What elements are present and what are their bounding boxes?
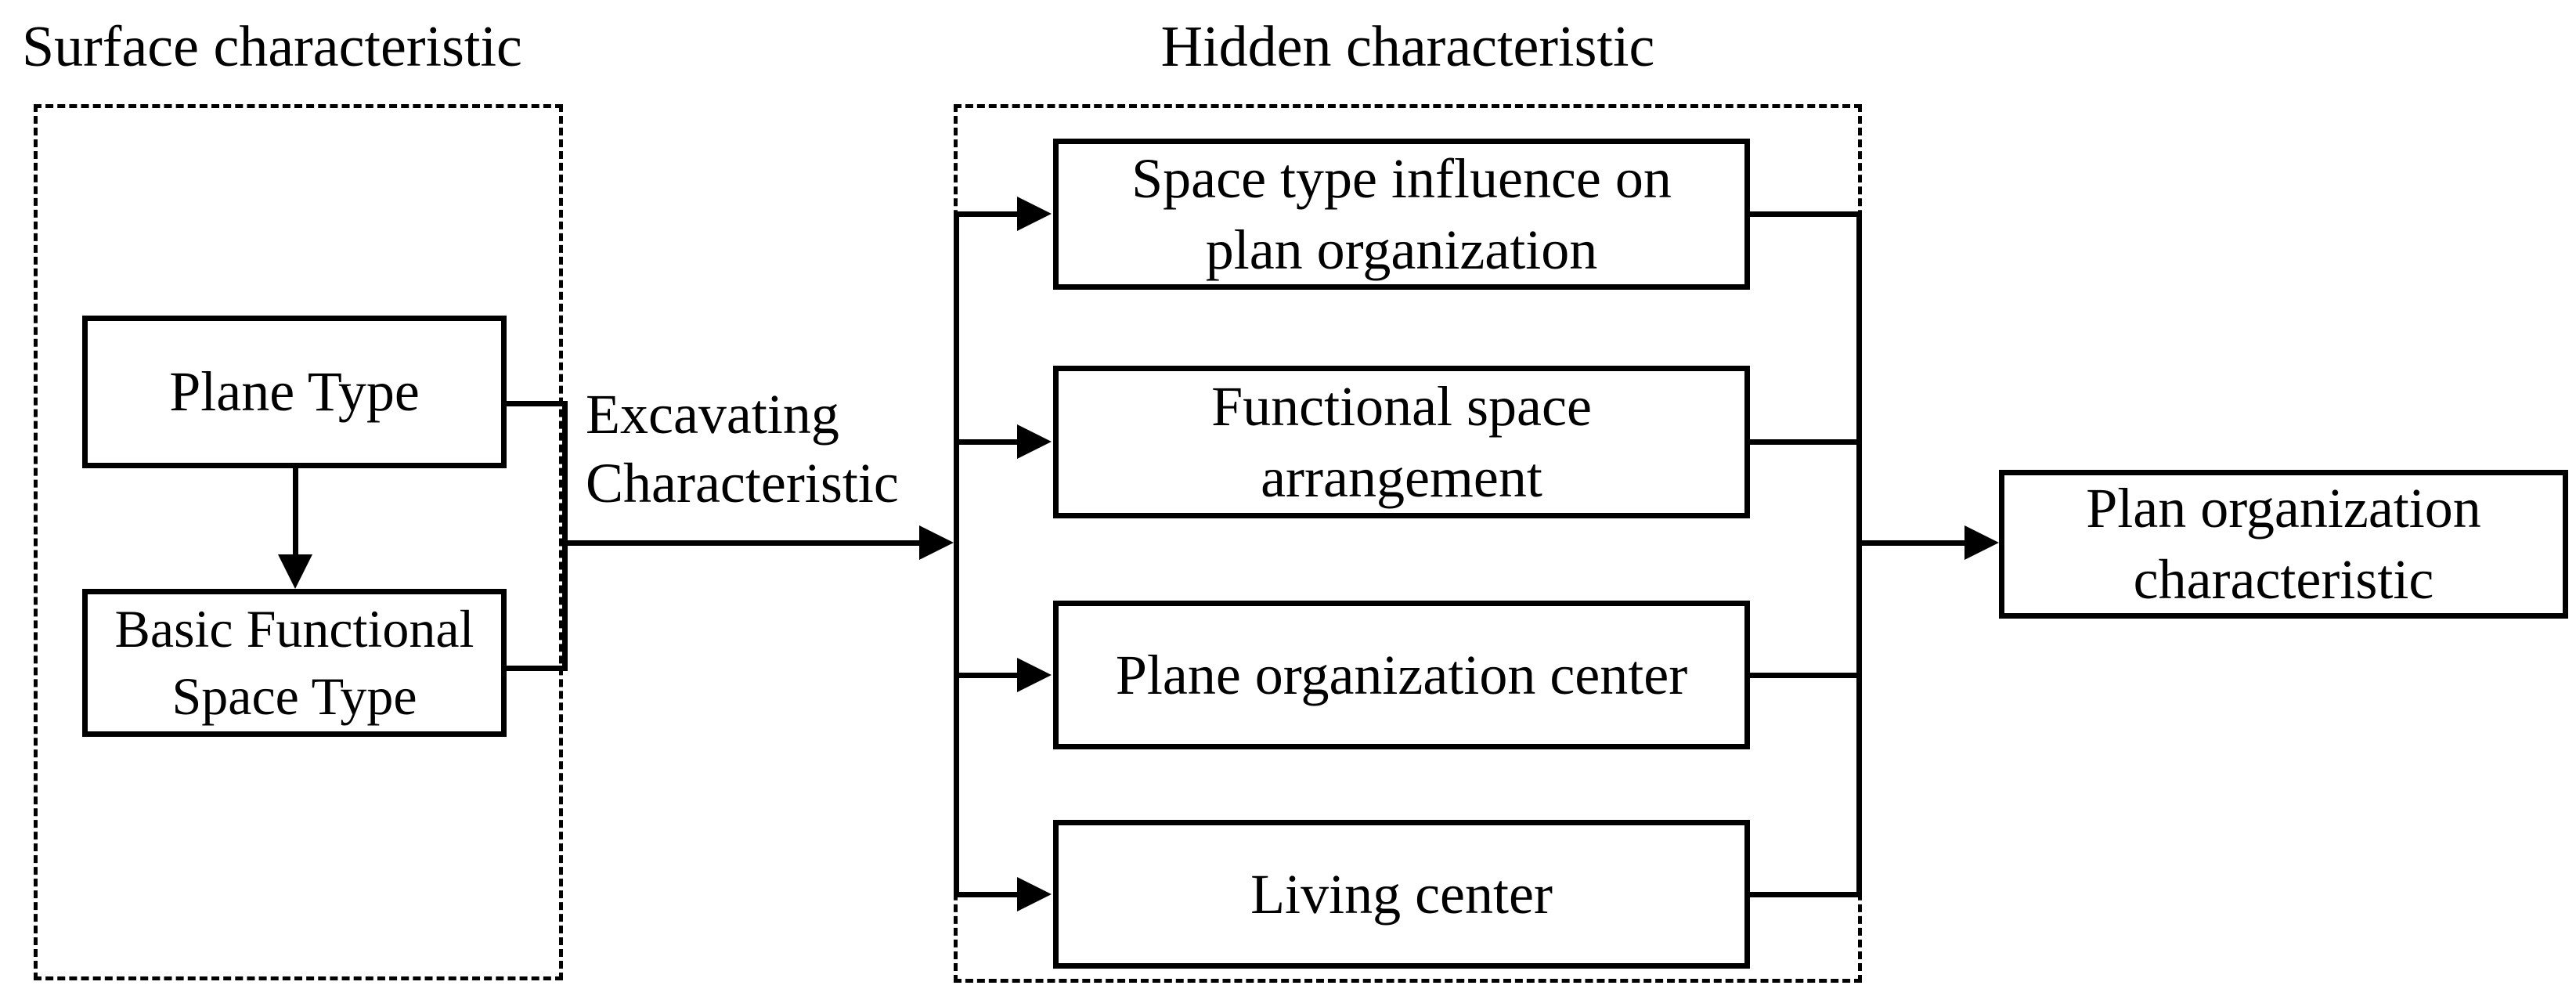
branch-arrow-2-shaft: [954, 439, 1019, 445]
plan-organization-characteristic-box: Plan organization characteristic: [1999, 470, 2568, 619]
hidden-box-living-center: Living center: [1053, 820, 1750, 969]
branch-arrow-4-shaft: [954, 892, 1019, 897]
hidden-out-connector-2: [1744, 439, 1862, 445]
hidden-out-connector-3: [1744, 673, 1862, 678]
hidden-out-connector-1: [1744, 211, 1862, 217]
hidden-distribution-line: [954, 211, 959, 897]
plane-to-basic-arrow-shaft: [293, 468, 298, 554]
branch-arrow-2-head-icon: [1017, 424, 1052, 459]
basic-functional-out-connector: [505, 666, 568, 671]
surface-characteristic-label: Surface characteristic: [22, 15, 522, 79]
hidden-box-space-type-influence: Space type influence on plan organizatio…: [1053, 139, 1750, 290]
exit-arrowhead-icon: [1964, 525, 1999, 560]
branch-arrow-3-head-icon: [1017, 658, 1052, 692]
branch-arrow-3-shaft: [954, 673, 1019, 678]
plane-type-out-connector: [505, 401, 568, 406]
surface-join-line: [562, 401, 568, 671]
main-flow-arrowhead-icon: [919, 525, 954, 560]
excavating-characteristic-label: Excavating Characteristic: [586, 383, 899, 514]
plane-type-box: Plane Type: [82, 316, 507, 468]
exit-arrow-shaft: [1856, 540, 1964, 546]
branch-arrow-4-head-icon: [1017, 877, 1052, 911]
branch-arrow-1-head-icon: [1017, 197, 1052, 231]
hidden-characteristic-label: Hidden characteristic: [1160, 15, 1655, 79]
branch-arrow-1-shaft: [954, 211, 1019, 217]
surface-characteristic-group: [34, 104, 563, 980]
main-flow-arrow-shaft: [562, 540, 919, 546]
plane-to-basic-arrowhead-icon: [278, 554, 312, 589]
hidden-box-functional-space-arrangement: Functional space arrangement: [1053, 366, 1750, 518]
hidden-collector-line: [1856, 211, 1862, 897]
basic-functional-space-type-box: Basic Functional Space Type: [82, 589, 507, 737]
hidden-box-plane-organization-center: Plane organization center: [1053, 601, 1750, 749]
hidden-out-connector-4: [1744, 892, 1862, 897]
